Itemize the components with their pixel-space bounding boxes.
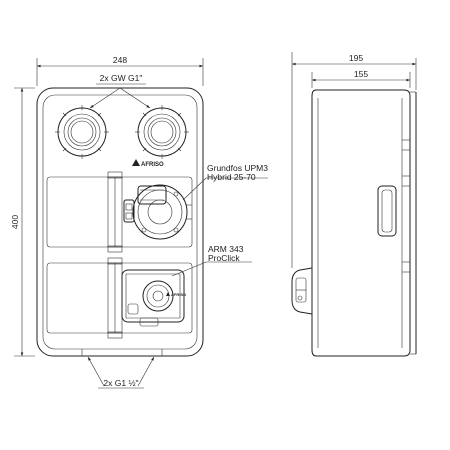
actuator-brand: AFRISO <box>171 292 186 297</box>
front-dimensions: 248 400 2x GW G1" 2x G1 ½" Grundfos UPM3… <box>10 55 268 389</box>
top-connections-label: 2x GW G1" <box>100 73 143 83</box>
top-connection-left <box>55 105 109 159</box>
brand-logo: AFRISO <box>132 159 164 168</box>
side-dimensions: 195 155 <box>291 52 417 268</box>
front-width-label: 248 <box>113 55 127 65</box>
side-view <box>291 89 417 357</box>
pump-control-box <box>137 185 167 205</box>
bottom-connections-label: 2x G1 ½" <box>103 378 138 388</box>
side-actuator <box>291 267 313 315</box>
side-handle-slot <box>377 185 397 237</box>
front-back-plate <box>42 94 198 350</box>
pump-label-line1: Grundfos UPM3 <box>207 163 268 173</box>
pump-section <box>46 171 193 253</box>
bottom-outlets <box>81 349 163 356</box>
front-height-label: 400 <box>10 215 20 229</box>
actuator-body <box>121 269 185 323</box>
actuator-label-line1: ARM 343 <box>208 244 244 254</box>
side-depth-total-label: 195 <box>349 53 363 63</box>
afriso-triangle-icon <box>132 159 140 166</box>
pump-motor <box>132 184 188 240</box>
side-housing <box>311 89 411 357</box>
actuator-label-line2: ProClick <box>208 253 240 263</box>
actuator-knob <box>142 280 174 312</box>
front-housing <box>36 87 204 357</box>
top-connection-right <box>135 105 189 159</box>
brand-name: AFRISO <box>141 162 164 168</box>
front-view: AFRISO <box>36 87 204 357</box>
mixer-section: AFRISO <box>46 257 193 339</box>
pump-label-line2: Hybrid 25-70 <box>207 172 256 182</box>
side-depth-body-label: 155 <box>354 69 368 79</box>
